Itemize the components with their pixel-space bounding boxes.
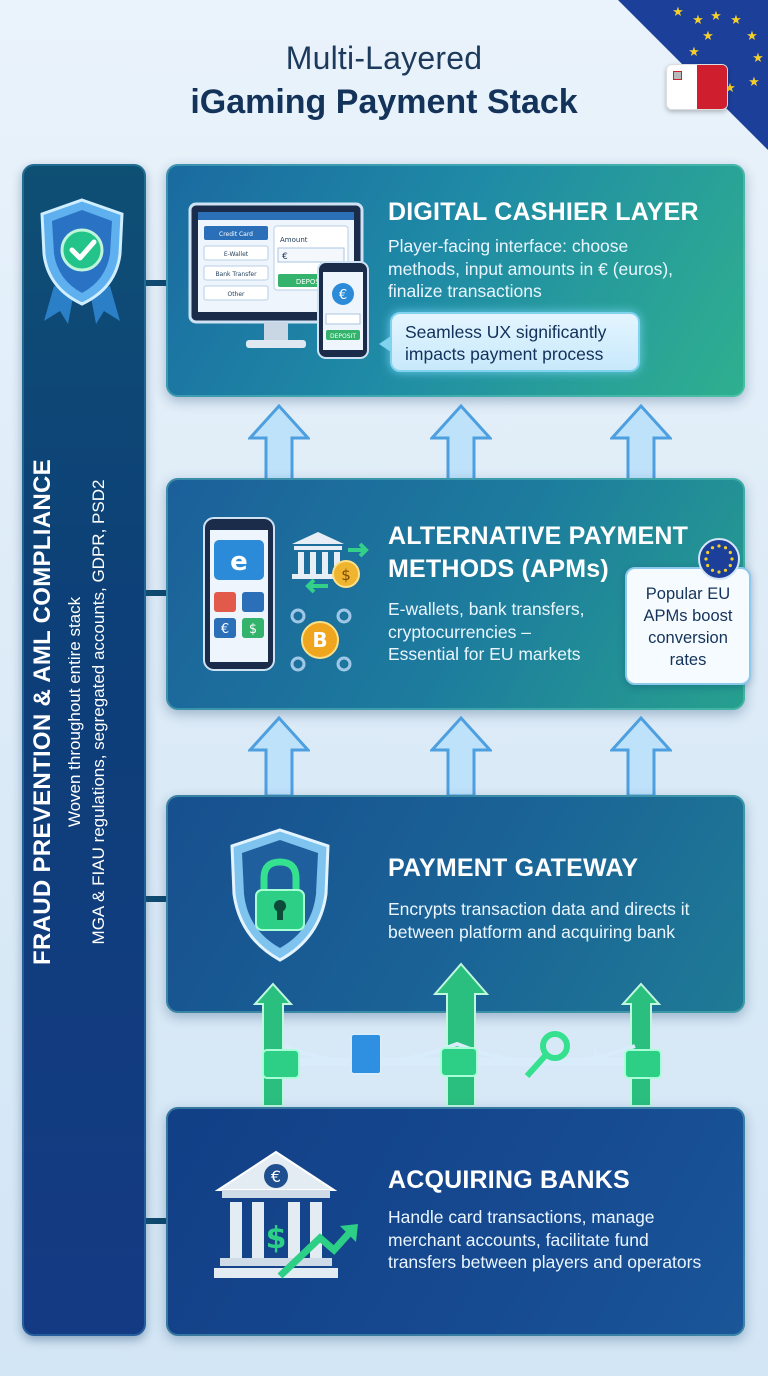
layer-description: Player-facing interface: choose methods,… xyxy=(388,235,673,303)
layer-description: E-wallets, bank transfers, cryptocurrenc… xyxy=(388,598,584,666)
layer-title: ACQUIRING BANKS xyxy=(388,1166,630,1194)
ux-callout: Seamless UX significantly impacts paymen… xyxy=(379,312,640,372)
svg-text:€: € xyxy=(271,1167,281,1186)
callout-line: impacts payment process xyxy=(405,344,604,364)
callout-line: Seamless UX significantly xyxy=(405,322,607,342)
secure-bridge-icon xyxy=(252,962,662,1107)
svg-text:$: $ xyxy=(266,1221,287,1256)
lock-shield-icon xyxy=(230,828,330,962)
svg-text:B: B xyxy=(312,628,327,652)
svg-text:★: ★ xyxy=(688,45,700,60)
callout-line: rates xyxy=(669,651,707,669)
desc-line: methods, input amounts in € (euros), xyxy=(388,258,674,279)
currency-symbol: € xyxy=(282,252,288,262)
svg-text:e: e xyxy=(230,547,248,577)
desc-line: Handle card transactions, manage xyxy=(388,1207,655,1227)
apm-callout: Popular EU APMs boost conversion rates xyxy=(625,567,751,685)
desc-line: Essential for EU markets xyxy=(388,644,581,664)
malta-flag-icon xyxy=(666,64,728,110)
compliance-title: FRAUD PREVENTION & AML COMPLIANCE xyxy=(29,459,56,965)
desc-line: cryptocurrencies – xyxy=(388,621,531,642)
svg-text:★: ★ xyxy=(730,13,742,28)
layer-description: Encrypts transaction data and directs it… xyxy=(388,898,690,943)
svg-text:$: $ xyxy=(249,622,257,637)
up-arrow-icon xyxy=(430,716,492,796)
up-arrow-icon xyxy=(248,716,310,796)
layer-title: PAYMENT GATEWAY xyxy=(388,854,639,882)
desc-line: E-wallets, bank transfers, xyxy=(388,599,585,619)
layer-title: DIGITAL CASHIER LAYER xyxy=(388,198,699,226)
menu-other: Other xyxy=(227,291,245,298)
compliance-vertical-text: FRAUD PREVENTION & AML COMPLIANCE Woven … xyxy=(29,432,139,992)
svg-text:$: $ xyxy=(341,566,351,584)
menu-credit-card: Credit Card xyxy=(219,231,253,238)
svg-text:★: ★ xyxy=(724,81,736,96)
title-line-2: iGaming Payment Stack xyxy=(190,83,578,121)
svg-text:★: ★ xyxy=(752,51,764,66)
layer-title-line: ALTERNATIVE PAYMENT xyxy=(388,522,689,550)
desc-line: Encrypts transaction data and directs it xyxy=(388,899,690,919)
svg-text:★: ★ xyxy=(748,75,760,90)
desc-line: finalize transactions xyxy=(388,281,542,301)
layer-title: ALTERNATIVE PAYMENT METHODS (APMs) xyxy=(388,520,688,586)
amount-label: Amount xyxy=(280,236,308,244)
page-title: Multi-Layered iGaming Payment Stack xyxy=(0,40,768,122)
layer-title-line: METHODS (APMs) xyxy=(388,555,609,583)
svg-text:★: ★ xyxy=(702,29,714,44)
menu-bank-transfer: Bank Transfer xyxy=(215,271,257,278)
callout-line: Popular EU xyxy=(645,585,731,603)
desc-line: merchant accounts, facilitate fund xyxy=(388,1229,649,1250)
title-line-1: Multi-Layered xyxy=(285,40,483,76)
svg-text:€: € xyxy=(221,622,229,637)
up-arrow-icon xyxy=(248,404,310,484)
compliance-subtitle-2: MGA & FIAU regulations, segregated accou… xyxy=(89,479,108,945)
callout-line: conversion xyxy=(648,629,728,647)
bank-icon: € $ xyxy=(214,1150,358,1279)
apm-phone-icon: e € $ $ B xyxy=(203,517,369,672)
compliance-subtitle-1: Woven throughout entire stack xyxy=(65,596,84,828)
desc-line: Player-facing interface: choose xyxy=(388,236,629,256)
svg-text:★: ★ xyxy=(710,9,722,24)
up-arrow-icon xyxy=(610,716,672,796)
up-arrow-icon xyxy=(610,404,672,484)
layer-description: Handle card transactions, manage merchan… xyxy=(388,1206,701,1274)
desc-line: between platform and acquiring bank xyxy=(388,921,675,942)
phone-deposit-label: DEPOSIT xyxy=(330,333,356,340)
svg-text:★: ★ xyxy=(672,5,684,20)
cashier-devices-icon: Credit Card E-Wallet Bank Transfer Other… xyxy=(188,202,369,359)
eu-badge-icon xyxy=(698,538,740,580)
desc-line: transfers between players and operators xyxy=(388,1252,702,1272)
up-arrow-icon xyxy=(430,404,492,484)
menu-e-wallet: E-Wallet xyxy=(224,251,249,258)
svg-text:€: € xyxy=(339,288,347,303)
shield-check-icon xyxy=(40,198,124,324)
compliance-bar xyxy=(22,164,146,1336)
svg-text:★: ★ xyxy=(692,13,704,28)
callout-line: APMs boost xyxy=(643,607,733,625)
deposit-button-label: DEPOSIT xyxy=(296,278,327,286)
svg-text:★: ★ xyxy=(746,29,758,44)
